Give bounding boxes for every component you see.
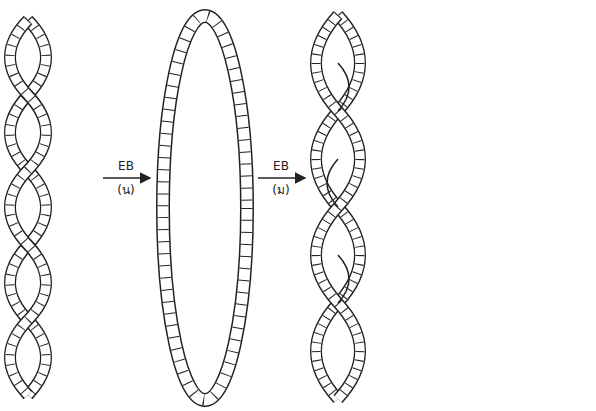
reagent-label: EB (106, 160, 146, 173)
reagent-label: EB (261, 160, 301, 173)
supercoiled-dna (316, 15, 360, 399)
relaxed-dna (163, 16, 247, 400)
concentration-label: (น) (106, 184, 146, 197)
reaction-arrow (258, 177, 305, 179)
concentration-label: (ม) (261, 184, 301, 197)
reaction-arrow (103, 177, 150, 179)
supercoiled-dna (10, 20, 46, 395)
